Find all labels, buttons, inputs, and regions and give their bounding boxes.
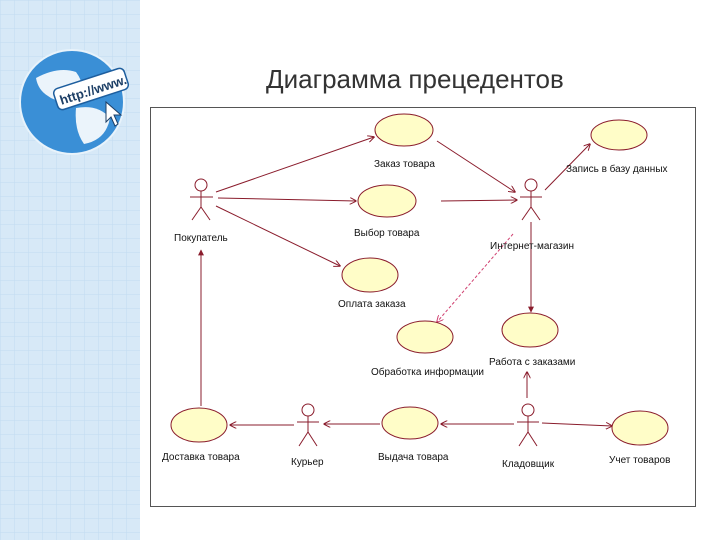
usecase-delivery [170, 407, 228, 443]
usecase-processing-label: Обработка информации [371, 366, 484, 378]
edge-storekeeper-accounting [541, 423, 612, 426]
usecase-order-label: Заказ товара [374, 159, 435, 170]
cursor-icon [105, 100, 123, 127]
usecase-orders-work-label: Работа с заказами [489, 356, 575, 368]
sidebar-panel: http://www. [0, 0, 140, 540]
usecase-processing [396, 320, 454, 354]
usecase-accounting-label: Учет товаров [609, 455, 670, 466]
usecase-choose-label: Выбор товара [354, 227, 420, 239]
usecase-delivery-label: Доставка товара [162, 452, 240, 463]
edge-buyer-order [215, 137, 374, 193]
usecase-order [374, 113, 434, 147]
usecases [170, 113, 669, 446]
usecase-db-record-label: Запись в базу данных [566, 163, 668, 175]
edge-choose-shop [440, 200, 517, 201]
globe-logo: http://www. [19, 49, 130, 155]
slide-title: Диаграмма прецедентов [266, 64, 564, 94]
edge-order-shop [436, 140, 515, 192]
actor-shop-figure [520, 178, 542, 221]
edge-buyer-payment [215, 205, 340, 266]
actor-shop-label: Интернет-магазин [490, 241, 574, 252]
actor-buyer-figure [190, 178, 213, 221]
actor-buyer-label: Покупатель [174, 233, 228, 244]
edge-buyer-choose [217, 198, 356, 201]
usecase-issue [381, 406, 439, 440]
actor-storekeeper-label: Кладовщик [502, 459, 555, 470]
actor-courier-label: Курьер [291, 457, 324, 468]
usecase-orders-work [501, 312, 559, 348]
edge-shop-db [544, 144, 590, 191]
usecase-choose [357, 184, 417, 218]
usecase-db-record [590, 119, 648, 151]
actor-storekeeper-figure [517, 403, 539, 447]
use-case-diagram-frame [150, 107, 696, 507]
actor-courier-figure [297, 403, 319, 447]
usecase-accounting [611, 410, 669, 446]
usecase-payment-label: Оплата заказа [338, 299, 406, 310]
diagram-edges [198, 137, 612, 426]
usecase-payment [341, 257, 399, 293]
usecase-issue-label: Выдача товара [378, 452, 449, 463]
edge-shop-processing [437, 233, 514, 322]
